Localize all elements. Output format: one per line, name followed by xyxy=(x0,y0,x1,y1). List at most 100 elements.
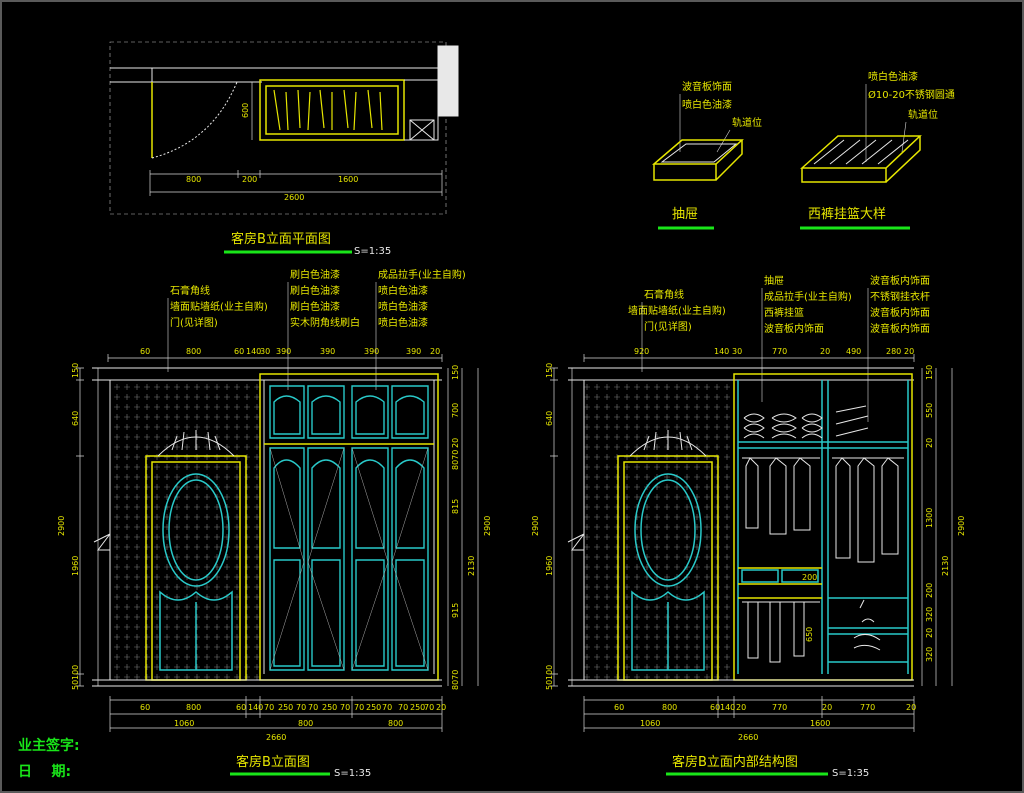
svg-text:60: 60 xyxy=(614,703,624,712)
svg-text:150: 150 xyxy=(545,363,554,378)
svg-text:1960: 1960 xyxy=(545,556,554,576)
svg-text:70: 70 xyxy=(382,703,392,712)
drawer-note-2: 喷白色油漆 xyxy=(682,98,732,111)
svg-text:490: 490 xyxy=(846,347,861,356)
svg-text:70: 70 xyxy=(354,703,364,712)
svg-text:140: 140 xyxy=(246,347,261,356)
svg-text:800: 800 xyxy=(662,703,677,712)
svg-text:140: 140 xyxy=(714,347,729,356)
plan-title: 客房B立面平面图 xyxy=(231,231,331,247)
svg-text:70: 70 xyxy=(308,703,318,712)
svg-text:770: 770 xyxy=(772,703,787,712)
svg-text:20: 20 xyxy=(822,703,832,712)
svg-text:640: 640 xyxy=(71,411,80,426)
e2-note-mid-2: 成品拉手(业主自购) xyxy=(764,290,852,303)
wardrobe-upper-doors xyxy=(269,385,429,439)
svg-text:770: 770 xyxy=(860,703,875,712)
svg-text:100: 100 xyxy=(71,665,80,680)
basket-note-1: 喷白色油漆 xyxy=(868,70,918,83)
svg-text:20: 20 xyxy=(430,347,440,356)
elevation-b: 石膏角线 墙面贴墙纸(业主自购) 门(见详图) 刷白色油漆 刷白色油漆 刷白色油… xyxy=(57,268,492,779)
svg-text:20: 20 xyxy=(820,347,830,356)
e1-note-mid-2: 刷白色油漆 xyxy=(290,284,340,297)
e1-note-mid-4: 实木阴角线刷白 xyxy=(290,316,360,329)
e2-title: 客房B立面内部结构图 xyxy=(672,754,798,770)
e2-note-left-3: 门(见详图) xyxy=(644,320,692,333)
svg-text:8070: 8070 xyxy=(451,450,460,470)
svg-text:770: 770 xyxy=(772,347,787,356)
svg-text:1300: 1300 xyxy=(925,508,934,528)
svg-text:1960: 1960 xyxy=(71,556,80,576)
svg-text:60: 60 xyxy=(140,347,150,356)
e2-note-right-4: 波音板内饰面 xyxy=(870,322,930,335)
svg-text:20: 20 xyxy=(906,703,916,712)
svg-text:200: 200 xyxy=(925,583,934,598)
e1-note-left-3: 门(见详图) xyxy=(170,316,218,329)
svg-text:2900: 2900 xyxy=(57,516,66,536)
svg-text:70: 70 xyxy=(296,703,306,712)
svg-text:70: 70 xyxy=(264,703,274,712)
plan-dim-800: 800 xyxy=(186,175,201,184)
hanging-clothes xyxy=(742,457,904,563)
folded-clothes xyxy=(743,405,869,439)
svg-text:800: 800 xyxy=(388,719,403,728)
svg-text:250: 250 xyxy=(322,703,337,712)
e2-drawer-dim: 200 xyxy=(802,573,817,582)
svg-text:20: 20 xyxy=(736,703,746,712)
svg-text:30: 30 xyxy=(732,347,742,356)
svg-text:20: 20 xyxy=(904,347,914,356)
e1-note-right-1: 成品拉手(业主自购) xyxy=(378,268,466,281)
svg-text:50: 50 xyxy=(71,680,80,690)
e1-note-right-3: 喷白色油漆 xyxy=(378,300,428,313)
svg-text:30: 30 xyxy=(260,347,270,356)
svg-text:20: 20 xyxy=(436,703,446,712)
elevation-b-interior: 石膏角线 墙面贴墙纸(业主自购) 门(见详图) 抽屉 成品拉手(业主自购) 西裤… xyxy=(531,274,966,779)
e2-note-mid-4: 波音板内饰面 xyxy=(764,322,824,335)
svg-text:2660: 2660 xyxy=(738,733,758,742)
basket-note-3: 轨道位 xyxy=(908,108,938,121)
svg-text:2900: 2900 xyxy=(531,516,540,536)
e1-note-mid-1: 刷白色油漆 xyxy=(290,268,340,281)
svg-text:250: 250 xyxy=(278,703,293,712)
e2-basket-dim: 650 xyxy=(805,627,814,642)
svg-text:150: 150 xyxy=(451,365,460,380)
svg-text:815: 815 xyxy=(451,499,460,514)
e1-scale: S=1:35 xyxy=(334,768,371,779)
svg-text:390: 390 xyxy=(406,347,421,356)
signature-block: 业主签字: 日 期: xyxy=(18,737,80,780)
e1-note-mid-3: 刷白色油漆 xyxy=(290,300,340,313)
svg-text:60: 60 xyxy=(140,703,150,712)
e1-note-right-2: 喷白色油漆 xyxy=(378,284,428,297)
e2-note-mid-1: 抽屉 xyxy=(764,274,784,287)
svg-text:2130: 2130 xyxy=(941,556,950,576)
svg-text:60: 60 xyxy=(234,347,244,356)
plan-dim-2600: 2600 xyxy=(284,193,304,202)
svg-text:320: 320 xyxy=(925,607,934,622)
plan-scale: S=1:35 xyxy=(354,246,391,257)
svg-text:640: 640 xyxy=(545,411,554,426)
svg-text:250: 250 xyxy=(410,703,425,712)
svg-text:20: 20 xyxy=(925,438,934,448)
plan-dim-600: 600 xyxy=(241,103,250,118)
svg-text:140: 140 xyxy=(248,703,263,712)
svg-text:150: 150 xyxy=(71,363,80,378)
e1-title: 客房B立面图 xyxy=(236,754,310,770)
svg-text:920: 920 xyxy=(634,347,649,356)
svg-text:150: 150 xyxy=(925,365,934,380)
svg-text:390: 390 xyxy=(364,347,379,356)
basket-note-2: Ø10-20不锈钢圆通 xyxy=(868,88,955,101)
svg-text:390: 390 xyxy=(276,347,291,356)
e2-note-right-2: 不锈钢挂衣杆 xyxy=(870,290,930,303)
e2-note-mid-3: 西裤挂篮 xyxy=(764,306,804,319)
svg-text:1060: 1060 xyxy=(640,719,660,728)
e2-note-left-2: 墙面贴墙纸(业主自购) xyxy=(628,304,726,317)
svg-text:1060: 1060 xyxy=(174,719,194,728)
svg-text:2660: 2660 xyxy=(266,733,286,742)
svg-text:20: 20 xyxy=(451,438,460,448)
drawer-note-1: 波音板饰面 xyxy=(682,80,732,93)
svg-text:2900: 2900 xyxy=(957,516,966,536)
svg-text:250: 250 xyxy=(366,703,381,712)
e1-note-right-4: 喷白色油漆 xyxy=(378,316,428,329)
